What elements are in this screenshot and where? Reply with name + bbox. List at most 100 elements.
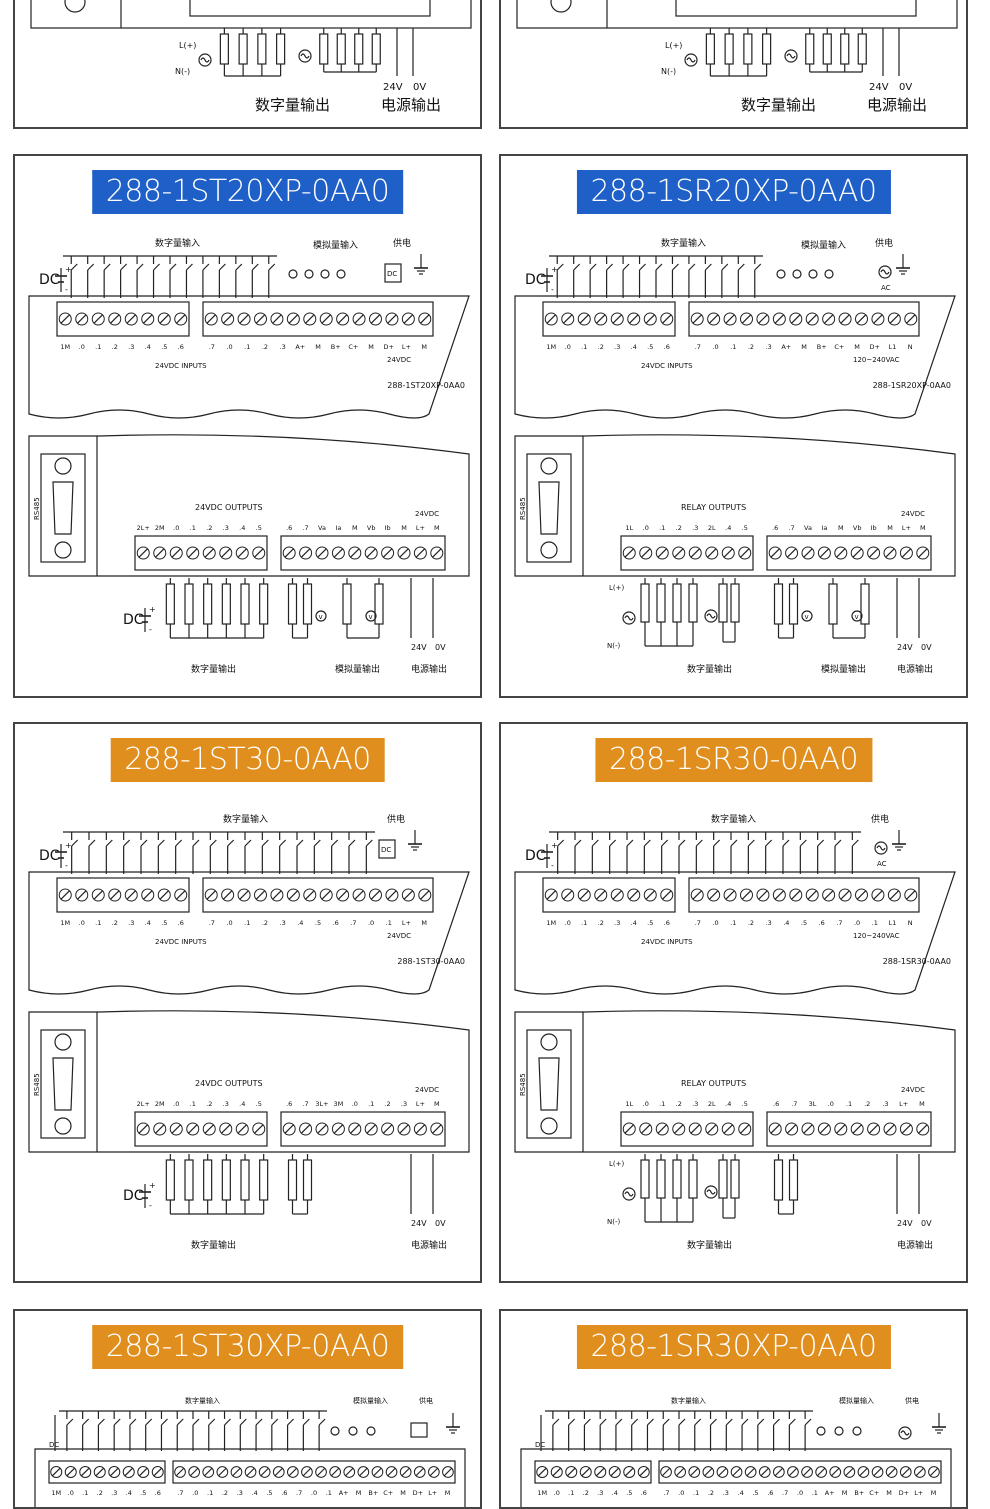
load-resistor: [640, 1159, 650, 1199]
screw-slot: [206, 890, 216, 900]
output-module-body: [514, 434, 956, 577]
outputs-label: 24VDC OUTPUTS: [195, 1079, 263, 1088]
terminal-label: Ia: [335, 524, 341, 532]
terminal-label: M: [887, 524, 893, 532]
screw-slot: [546, 890, 556, 900]
screw-slot: [758, 890, 768, 900]
screw-slot: [788, 1467, 798, 1477]
wire: [694, 1418, 702, 1426]
wire: [296, 839, 304, 847]
voltage-label: 24V: [897, 1219, 913, 1228]
terminal-label: .6: [773, 1100, 779, 1108]
screw-slot: [354, 890, 364, 900]
wire: [129, 1418, 137, 1426]
terminal-label: .2: [262, 919, 268, 927]
screw-slot: [845, 1467, 854, 1477]
dc-supply-box: [410, 1422, 428, 1438]
terminal-label: .3: [401, 1100, 407, 1108]
terminal-label: .4: [239, 524, 245, 532]
terminal-label: .4: [783, 919, 789, 927]
terminal-label: .5: [161, 919, 167, 927]
terminal-label: Ib: [871, 524, 877, 532]
screw-slot: [645, 314, 655, 324]
load-resistor: [184, 583, 194, 625]
rs485-label: RS485: [33, 1073, 41, 1096]
terminal-label: .1: [846, 1100, 852, 1108]
wire: [583, 1418, 591, 1426]
load-resistor: [354, 33, 364, 65]
terminal-label: .7: [836, 919, 842, 927]
screw-slot: [741, 890, 752, 900]
screw-slot: [661, 1467, 671, 1477]
digital-output-label: 数字量输出: [687, 1239, 732, 1251]
screw-slot: [786, 1124, 797, 1134]
terminal-label: .4: [145, 343, 151, 351]
load-resistor: [257, 33, 267, 65]
terminal-label: 2M: [155, 524, 165, 532]
screw-slot: [707, 1124, 717, 1134]
terminal-label: .5: [266, 1489, 272, 1497]
terminal-label: A+: [295, 343, 305, 351]
polarity-label: -: [65, 285, 68, 294]
screw-slot: [901, 548, 912, 558]
ac-source-icon: [878, 265, 892, 279]
wire: [704, 263, 712, 271]
terminal-label: 3L: [809, 1100, 817, 1108]
load-resistor: [319, 33, 329, 65]
wire: [589, 263, 597, 271]
screw-slot: [350, 1124, 360, 1134]
wire: [235, 263, 243, 271]
terminal-label: A+: [339, 1489, 349, 1497]
screw-slot: [239, 890, 249, 900]
terminal-label: 2L: [708, 1100, 716, 1108]
wire: [788, 1418, 796, 1426]
source-label: L(+): [609, 1160, 624, 1168]
polarity-label: -: [149, 1201, 152, 1210]
dc-supply-box: [378, 839, 396, 859]
screw-slot: [657, 548, 667, 558]
wire: [639, 263, 646, 271]
wire: [192, 1418, 200, 1426]
screw-slot: [300, 548, 311, 558]
wire: [574, 839, 582, 847]
inputs-24v-label: 24VDC INPUTS: [641, 362, 693, 370]
power-output-label: 电源输出: [897, 663, 933, 675]
screw-slot: [254, 1124, 264, 1134]
terminal-label: .1: [659, 524, 665, 532]
inputs-24v-label: 24VDC INPUTS: [641, 938, 693, 946]
rs485-screw: [540, 457, 558, 475]
wire: [710, 1418, 717, 1426]
screw-slot: [77, 314, 87, 324]
screw-slot: [552, 1467, 562, 1477]
outputs-label: RELAY OUTPUTS: [681, 1079, 746, 1088]
screw-slot: [732, 1467, 741, 1477]
wire: [552, 1418, 560, 1426]
rs485-screw: [54, 1033, 72, 1051]
ac-source-icon: [622, 1187, 636, 1201]
terminal-label: .0: [565, 919, 571, 927]
screw-slot: [579, 890, 589, 900]
wire: [573, 263, 581, 271]
load-resistor: [203, 583, 213, 625]
terminal-label: L1: [889, 919, 897, 927]
terminal-label: M: [356, 1489, 362, 1497]
screw-slot: [675, 1467, 685, 1477]
module-body: [516, 0, 958, 29]
input-supply-label: 24VDC: [387, 356, 411, 364]
terminal-label: .6: [178, 919, 184, 927]
terminal-label: M: [421, 919, 427, 927]
terminal-label: .1: [693, 1489, 699, 1497]
screw-slot: [537, 1467, 547, 1477]
screw-slot: [807, 890, 817, 900]
wiring-diagram-st20xp: 数字量输入模拟量输入供电DC+-DC1M.0.1.2.3.4.5.6.7.0.1…: [28, 237, 470, 675]
screw-slot: [302, 1467, 312, 1477]
terminal-label: .2: [676, 524, 682, 532]
load-resistor: [822, 33, 832, 65]
screw-slot: [725, 314, 735, 324]
screw-slot: [889, 314, 899, 324]
wire: [209, 839, 217, 847]
wire: [643, 839, 651, 847]
module-footer-label: 288-1SR30-0AA0: [883, 957, 951, 966]
screw-slot: [382, 1124, 393, 1134]
terminal-label: .4: [252, 1489, 258, 1497]
